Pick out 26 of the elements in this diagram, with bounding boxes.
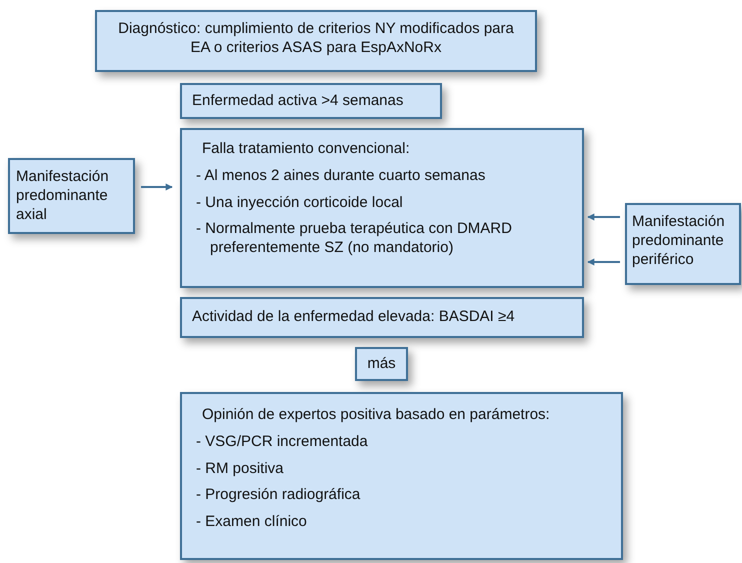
heading-text: Opinión de expertos positiva basado en parámetros: — [201, 406, 551, 425]
connector-box — [355, 347, 408, 381]
box-text: Manifestación predominante axial — [16, 168, 110, 224]
arrow — [587, 214, 620, 220]
list-item: - VSG/PCR incrementada — [196, 432, 369, 452]
arrow — [141, 184, 173, 190]
box-text: más — [366, 355, 397, 374]
criterion-box — [180, 297, 584, 338]
heading-text: Falla tratamiento convencional: — [201, 140, 411, 159]
list-item: - Progresión radiográfica — [196, 486, 362, 505]
box-text: Enfermedad activa >4 semanas — [192, 92, 404, 111]
list-item: - Examen clínico — [196, 513, 308, 532]
list-item: - RM positiva — [196, 460, 285, 478]
criterion-box — [180, 392, 623, 560]
list-item: - Normalmente prueba terapéutica con DMARD preferentemente SZ (no mandatorio) — [196, 220, 513, 258]
arrow — [587, 258, 620, 266]
criterion-box — [180, 128, 584, 288]
list-item: - Al menos 2 aines durante cuarto semanas — [196, 166, 486, 186]
box-text: Actividad de la enfermedad elevada: BASDAI ≥4 — [192, 308, 516, 327]
box-text: Manifestación predominante periférico — [632, 213, 726, 270]
criterion-box — [180, 83, 442, 119]
manifestation-box — [8, 158, 135, 234]
box-text: Diagnóstico: cumplimiento de criterios NY modificados para EA o criterios ASAS para EspAxNoRx — [117, 20, 515, 58]
diagnosis-box — [95, 10, 537, 72]
manifestation-box — [625, 203, 741, 285]
list-item: - Una inyección corticoide local — [196, 194, 404, 212]
